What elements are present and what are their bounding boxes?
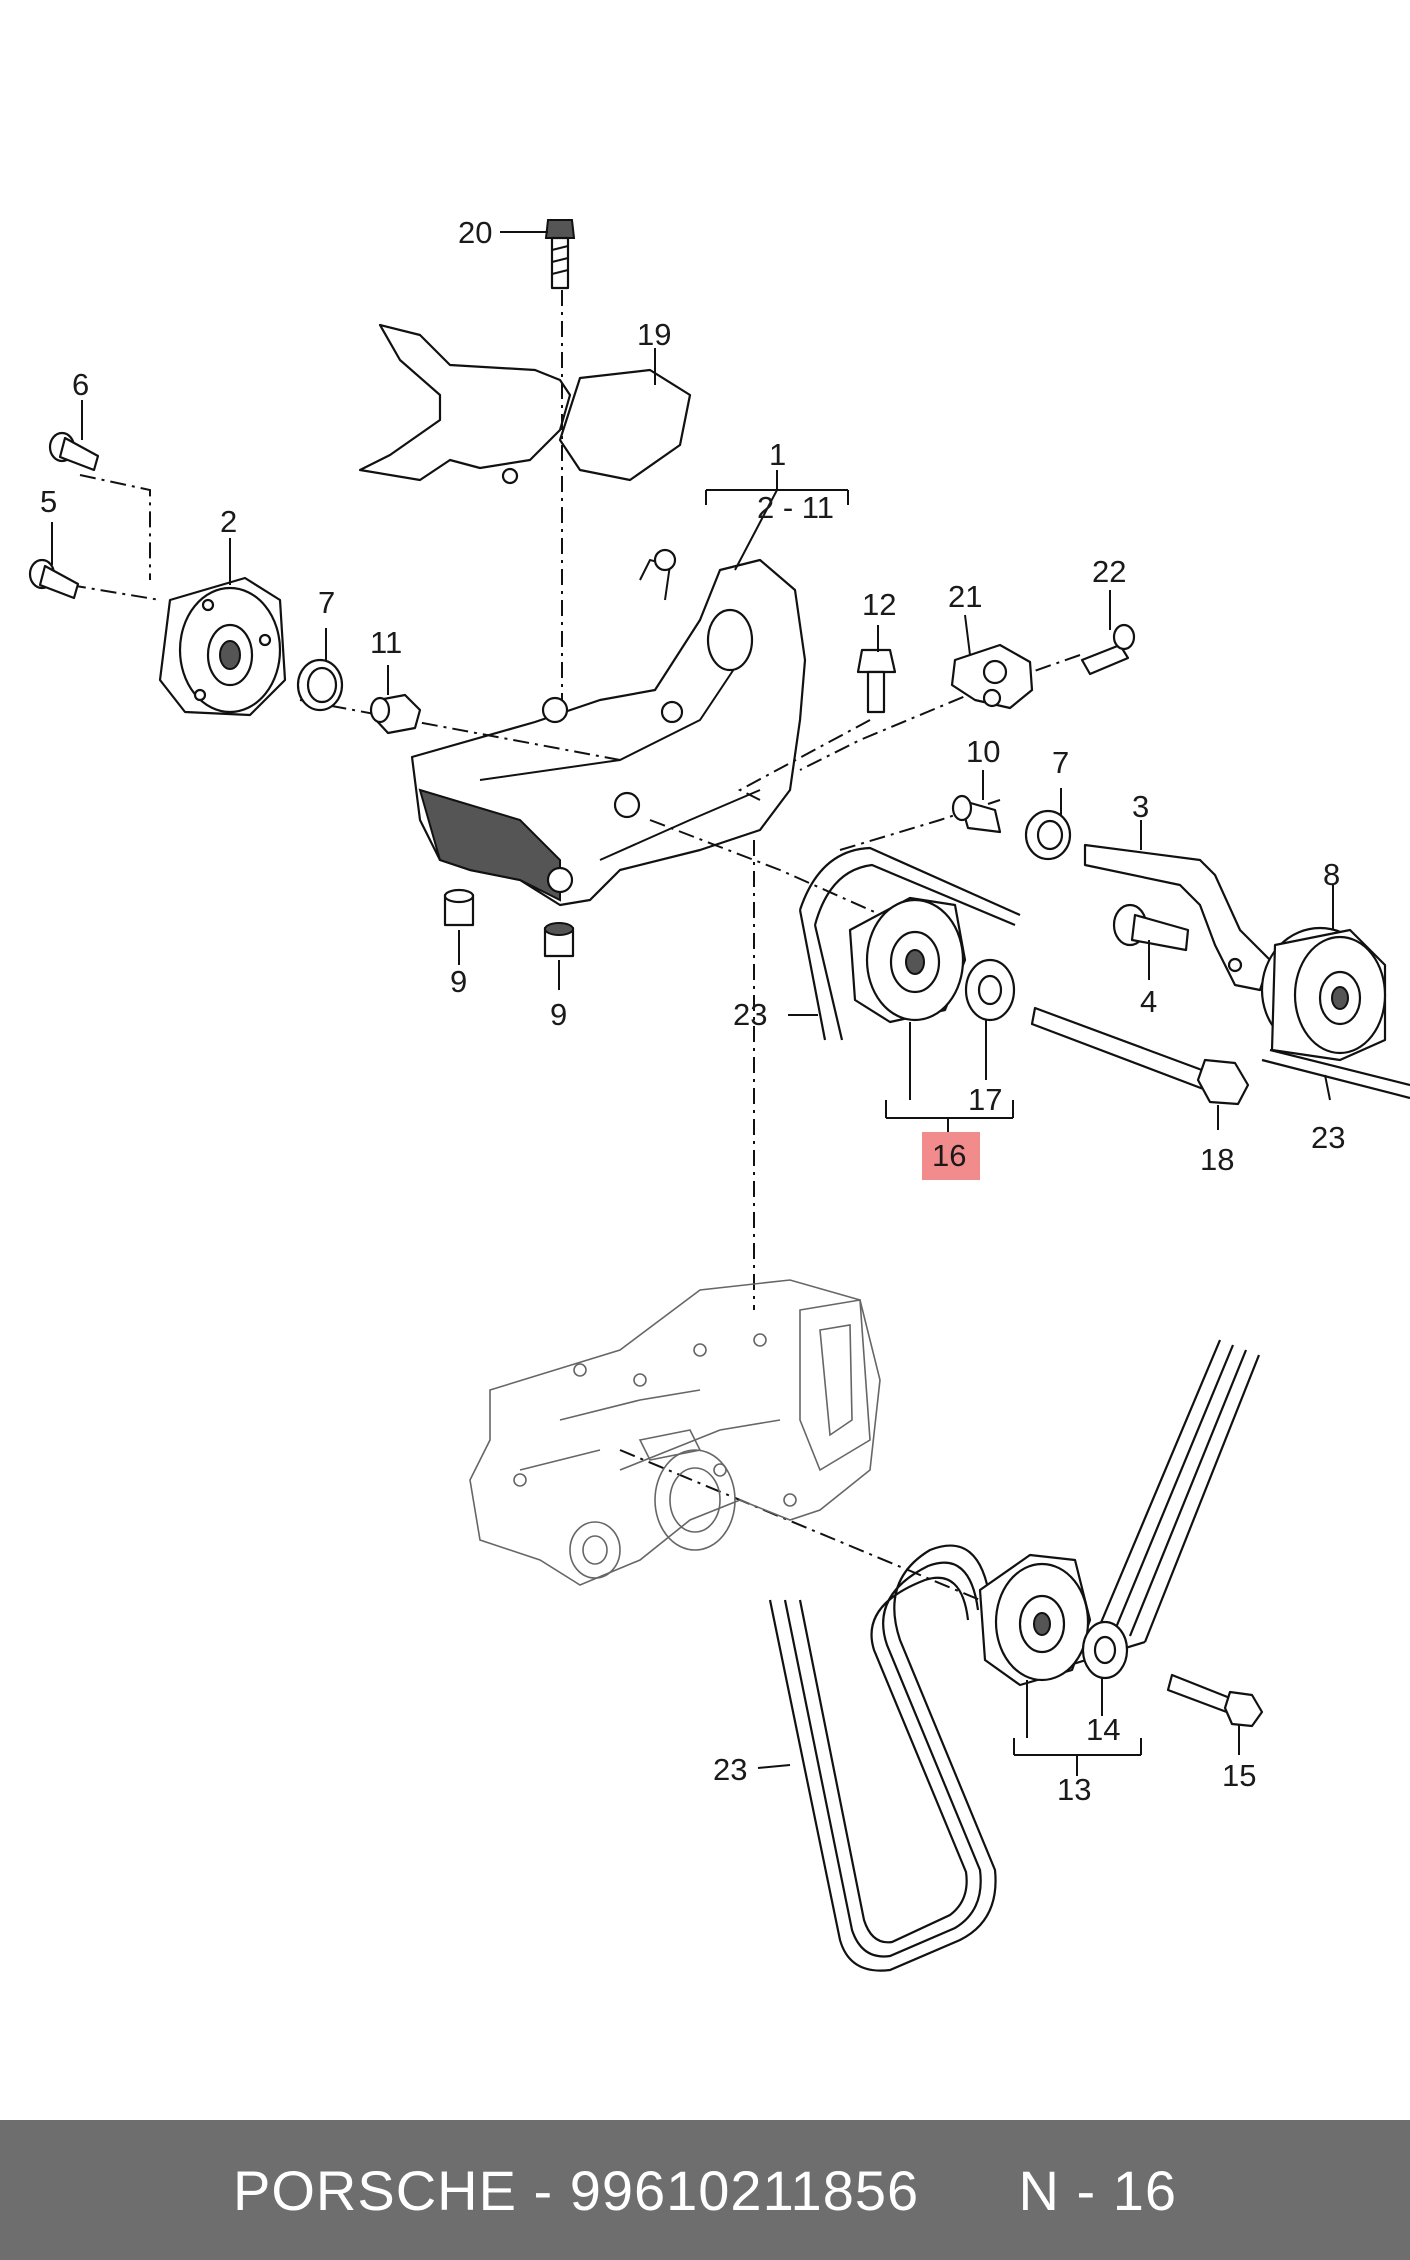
bolt-18 [1030,1006,1250,1106]
exploded-parts-diagram: 20 19 1 2 - 11 6 5 2 7 11 12 21 22 10 7 … [28,215,1410,1972]
drive-belt-upper [798,846,1410,1100]
callout-10: 10 [966,734,1000,769]
callout-8: 8 [1323,857,1340,892]
callout-17: 17 [968,1082,1002,1117]
callout-16: 16 [932,1138,966,1173]
bolt-6 [48,431,100,472]
bolt-12 [856,648,897,714]
bolt-20 [544,219,576,290]
tensioner-clip-21 [950,643,1034,710]
bracket-housing [410,548,807,907]
bolt-22 [1080,623,1136,676]
callout-19: 19 [637,317,671,352]
callout-20: 20 [458,215,492,250]
callout-22: 22 [1092,554,1126,589]
leader-lines [51,231,1334,1776]
callout-21: 21 [948,579,982,614]
washer-14 [1081,1620,1129,1680]
engine-block-outline [469,1279,881,1586]
bushing-9-right [543,922,575,958]
callout-2: 2 [220,504,237,539]
callout-9-left: 9 [450,964,467,999]
callout-6: 6 [72,367,89,402]
washer-17 [964,958,1016,1022]
callout-23-lower: 23 [713,1752,747,1787]
pulley-16 [848,896,967,1024]
tensioner-arm-3 [1083,843,1272,992]
callout-3: 3 [1132,789,1149,824]
callout-labels: 20 19 1 2 - 11 6 5 2 7 11 12 21 22 10 7 … [40,215,1345,1807]
bolt-5 [28,558,80,600]
callout-7-left: 7 [318,585,335,620]
callout-5: 5 [40,484,57,519]
callout-15: 15 [1222,1758,1256,1793]
callout-14: 14 [1086,1712,1120,1747]
callout-1: 1 [769,437,786,472]
callout-4: 4 [1140,984,1157,1019]
bushing-11 [369,693,422,735]
bushing-9-left [443,888,475,927]
callout-18: 18 [1200,1142,1234,1177]
callout-13: 13 [1057,1772,1091,1807]
pulley-8 [1260,926,1387,1062]
footer-part-number: PORSCHE - 99610211856 N - 16 [233,2158,1177,2222]
bolt-4 [1112,903,1190,952]
callout-11: 11 [370,625,402,660]
callout-2-11: 2 - 11 [757,490,834,525]
shield-part [358,323,692,485]
callout-23-upper-right: 23 [1311,1120,1345,1155]
bushing-10 [951,794,1002,834]
seal-7-right [1024,809,1072,861]
callout-9-right: 9 [550,997,567,1032]
callout-12: 12 [862,587,896,622]
highlight-box-16 [922,1132,980,1180]
pulley-2 [158,576,287,717]
footer-bar: PORSCHE - 99610211856 N - 16 [0,2120,1410,2260]
bolt-15 [1166,1673,1264,1728]
seal-7-left [296,658,344,712]
pulley-13 [978,1553,1092,1687]
drive-belt-lower [768,1339,1261,1972]
callout-23-upper-left: 23 [733,997,767,1032]
callout-7-right: 7 [1052,745,1069,780]
